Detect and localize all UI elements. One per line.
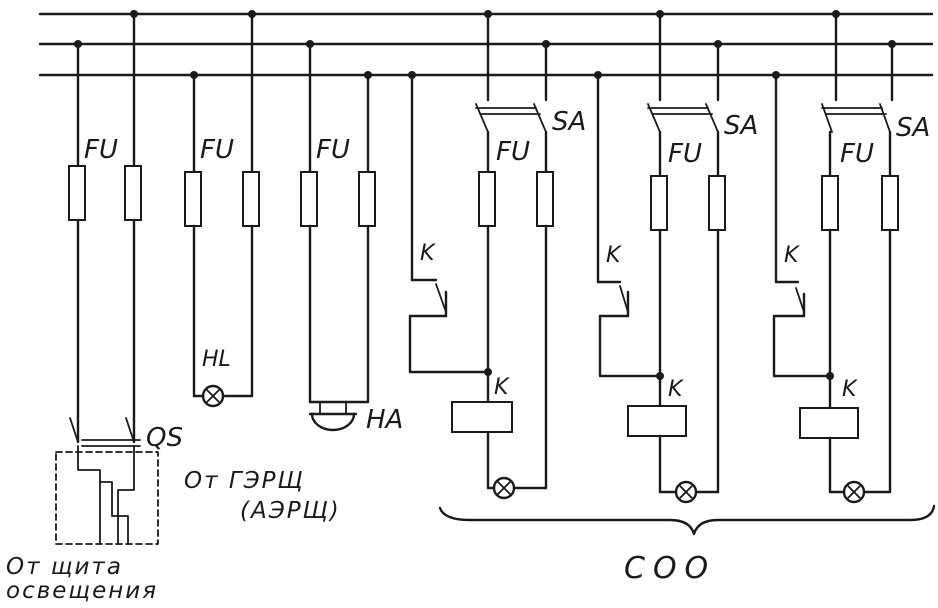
fuse-label: FU — [840, 139, 874, 169]
relay-label: K — [784, 243, 800, 268]
emergency-lamp-icon — [842, 480, 866, 504]
fuse-label: FU — [668, 139, 702, 169]
relay-coil-symbol — [451, 401, 513, 433]
switch-label: SA — [552, 107, 586, 137]
fuse-symbol — [708, 175, 726, 231]
source-lighting-label: От щита — [6, 554, 123, 580]
fuse-label: FU — [316, 135, 350, 165]
fuse-symbol — [358, 171, 376, 227]
relay-coil-symbol — [627, 405, 687, 437]
lamp-circuit — [184, 12, 260, 408]
relay-label: K — [668, 377, 684, 402]
junction-dots — [74, 10, 896, 380]
signal-lamp-icon — [201, 384, 225, 408]
fuse-symbol — [650, 175, 668, 231]
emergency-light-unit-1 — [408, 12, 554, 500]
lamp-label: HL — [202, 347, 231, 372]
group-label: СОО — [624, 551, 716, 586]
switch-label: SA — [896, 113, 930, 143]
switch-label: SA — [724, 111, 758, 141]
lighting-panel-box — [55, 451, 159, 545]
emergency-light-unit-2 — [596, 12, 726, 504]
input-section — [55, 12, 159, 545]
labels: FU FU FU FU FU FU SA SA SA K K K K K K H… — [6, 107, 930, 604]
relay-label: K — [494, 375, 510, 400]
horn-circuit — [300, 42, 376, 432]
fuse-symbol — [478, 171, 496, 227]
fuse-symbol — [124, 165, 142, 221]
source-lighting-label: освещения — [6, 578, 158, 604]
horn-icon — [308, 400, 358, 432]
fuse-symbol — [881, 175, 899, 231]
relay-coil-symbol — [799, 407, 859, 439]
fuse-label: FU — [496, 137, 530, 167]
relay-contact-symbol — [619, 285, 629, 313]
fuse-label: FU — [200, 135, 234, 165]
fuse-symbol — [821, 175, 839, 231]
emergency-lamp-icon — [492, 476, 516, 500]
breaker-label: QS — [146, 423, 183, 453]
source-emergency-label: От ГЭРЩ — [184, 468, 305, 494]
fuse-symbol — [300, 171, 318, 227]
relay-label: K — [606, 243, 622, 268]
fuse-symbol — [242, 171, 260, 227]
source-emergency-label: (АЭРЩ) — [240, 498, 341, 524]
fuse-symbol — [68, 165, 86, 221]
emergency-lamp-icon — [674, 480, 698, 504]
fuse-label: FU — [84, 135, 118, 165]
relay-contact-symbol — [795, 287, 805, 313]
emergency-light-unit-3 — [772, 12, 899, 504]
breaker-symbol — [69, 417, 79, 443]
relay-label: K — [420, 241, 436, 266]
power-bus — [38, 12, 934, 77]
horn-label: HA — [366, 405, 403, 435]
group-brace — [438, 504, 936, 536]
fuse-symbol — [184, 171, 202, 227]
fuse-symbol — [536, 171, 554, 227]
relay-contact-symbol — [435, 283, 447, 313]
relay-label: K — [842, 377, 858, 402]
